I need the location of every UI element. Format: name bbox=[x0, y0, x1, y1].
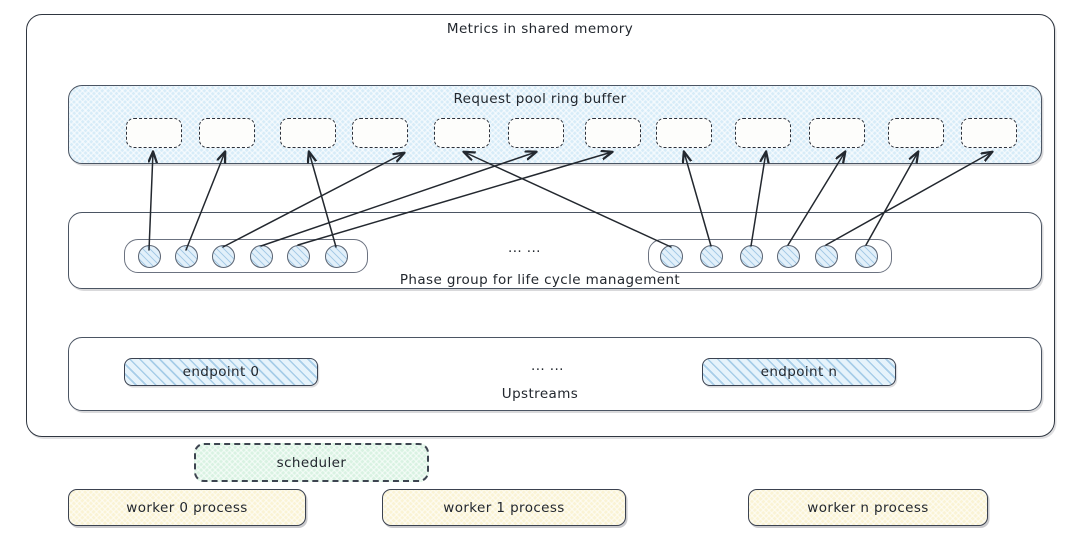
ring-slot-6[interactable] bbox=[585, 118, 641, 148]
ring-slot-10[interactable] bbox=[888, 118, 944, 148]
worker-0-process[interactable]: worker 0 process bbox=[68, 489, 306, 526]
phase-node-l3[interactable] bbox=[250, 245, 273, 268]
scheduler-node[interactable]: scheduler bbox=[194, 443, 429, 482]
scheduler-label: scheduler bbox=[276, 454, 347, 471]
shared-memory-title: Metrics in shared memory bbox=[446, 21, 634, 37]
phase-node-r3[interactable] bbox=[777, 245, 800, 268]
ring-slot-11[interactable] bbox=[961, 118, 1017, 148]
phase-node-r4[interactable] bbox=[815, 245, 838, 268]
worker-1-label: worker 1 process bbox=[443, 499, 565, 516]
endpoint-0-label: endpoint 0 bbox=[182, 364, 260, 380]
phase-node-r0[interactable] bbox=[660, 245, 683, 268]
worker-1-process[interactable]: worker 1 process bbox=[382, 489, 626, 526]
worker-n-label: worker n process bbox=[807, 499, 929, 516]
ring-slot-0[interactable] bbox=[126, 118, 182, 148]
ring-slot-4[interactable] bbox=[434, 118, 490, 148]
phase-group-title: Phase group for life cycle management bbox=[399, 272, 681, 288]
phase-node-l5[interactable] bbox=[325, 245, 348, 268]
worker-n-process[interactable]: worker n process bbox=[748, 489, 988, 526]
ring-slot-8[interactable] bbox=[735, 118, 791, 148]
phase-node-l1[interactable] bbox=[175, 245, 198, 268]
ring-buffer-title: Request pool ring buffer bbox=[453, 91, 627, 107]
endpoint-n-label: endpoint n bbox=[760, 364, 838, 380]
phase-node-r5[interactable] bbox=[855, 245, 878, 268]
endpoint-0[interactable]: endpoint 0 bbox=[124, 358, 318, 386]
phase-group-ellipsis: ... ... bbox=[508, 240, 541, 256]
worker-0-label: worker 0 process bbox=[126, 499, 248, 516]
ring-slot-1[interactable] bbox=[199, 118, 255, 148]
ring-slot-5[interactable] bbox=[508, 118, 564, 148]
phase-node-r2[interactable] bbox=[740, 245, 763, 268]
upstreams-title: Upstreams bbox=[501, 386, 579, 402]
endpoint-n[interactable]: endpoint n bbox=[702, 358, 896, 386]
phase-node-l4[interactable] bbox=[287, 245, 310, 268]
phase-node-r1[interactable] bbox=[700, 245, 723, 268]
ring-slot-3[interactable] bbox=[352, 118, 408, 148]
ring-slot-9[interactable] bbox=[809, 118, 865, 148]
phase-node-l2[interactable] bbox=[212, 245, 235, 268]
ring-slot-7[interactable] bbox=[656, 118, 712, 148]
phase-node-l0[interactable] bbox=[138, 245, 161, 268]
ring-slot-2[interactable] bbox=[280, 118, 336, 148]
upstreams-ellipsis: ... ... bbox=[531, 358, 564, 374]
